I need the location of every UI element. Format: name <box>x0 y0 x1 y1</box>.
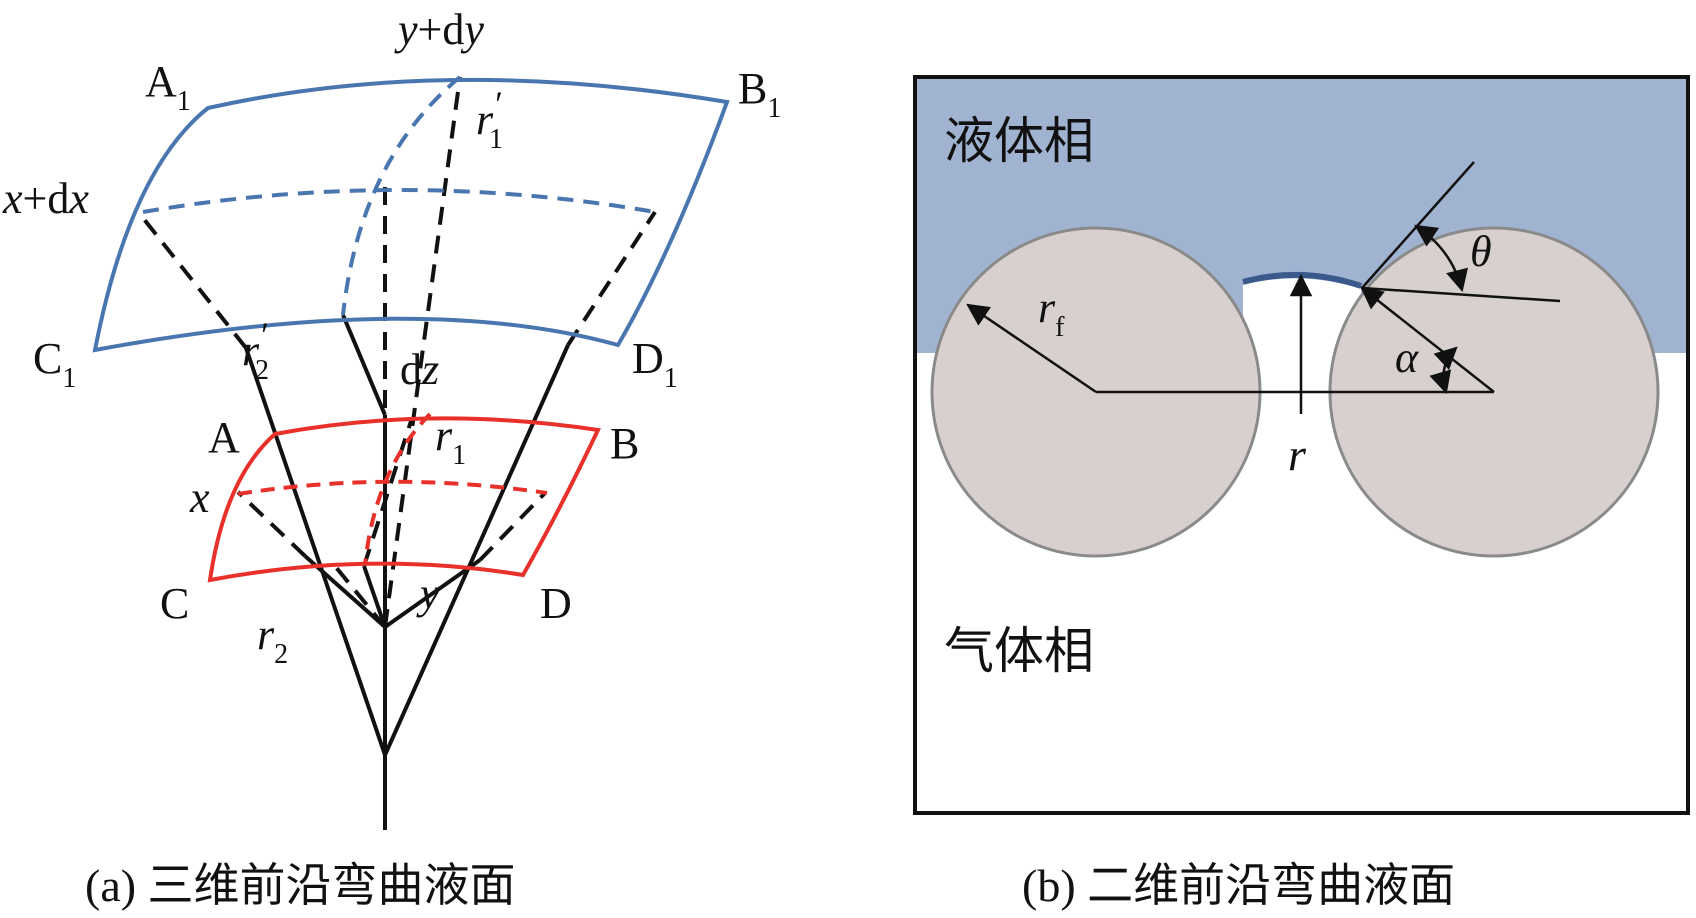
panel-b: 液体相 气体相 rf r α θ (b) 二维前沿弯曲液面 <box>913 75 1690 911</box>
panel-a: A1 B1 C1 D1 y+dy x+dx r′1 r′2 dz A B C D… <box>2 5 781 911</box>
lower-right-line <box>383 558 482 629</box>
alpha-radius-arrow <box>1360 286 1495 393</box>
left-lower-dashed <box>236 490 307 558</box>
r-line-right <box>383 344 570 756</box>
panel-a-labels: A1 B1 C1 D1 y+dy x+dx r′1 r′2 dz A B C D… <box>2 5 781 670</box>
lower-surface <box>207 412 601 583</box>
gas-phase-label: 气体相 <box>944 622 1094 680</box>
upper-surface-vertical-dashed <box>341 75 462 316</box>
caption-b: (b) 二维前沿弯曲液面 <box>1022 860 1455 911</box>
upper-surface-outline <box>92 77 730 353</box>
lower-surface-outline <box>207 416 601 583</box>
r1-prime-line <box>383 76 462 628</box>
upper-surface <box>92 75 730 353</box>
left-mid-dashed <box>328 558 387 629</box>
label-dz: dz <box>400 345 439 394</box>
label-theta: θ <box>1470 227 1492 276</box>
upper-left-line <box>341 314 387 416</box>
panel-b-lines <box>966 161 1561 414</box>
right-upper-dashed <box>566 210 657 347</box>
label-r1-prime: r′1 <box>476 84 503 155</box>
label-b1: B1 <box>738 64 781 124</box>
label-b: B <box>610 419 639 468</box>
lower-surface-vertical-dashed <box>363 412 432 566</box>
label-r2: r2 <box>257 610 288 670</box>
label-y-dy: y+dy <box>394 5 484 54</box>
label-d1: D1 <box>632 334 678 394</box>
right-lower-dashed <box>478 491 547 562</box>
rf-arrow <box>966 303 1097 394</box>
liquid-phase-label: 液体相 <box>944 112 1094 170</box>
label-r2-prime: r′2 <box>242 315 269 386</box>
label-d: D <box>540 579 572 628</box>
label-a1: A1 <box>145 57 191 117</box>
contact-horizontal <box>1361 286 1561 303</box>
alpha-arc <box>1429 346 1458 395</box>
panel-b-frame <box>913 75 1690 815</box>
lower-mid-line <box>362 565 387 628</box>
label-r1: r1 <box>435 411 466 471</box>
label-x-dx: x+dx <box>2 174 89 223</box>
center-lower-dashed <box>362 417 414 567</box>
label-c1: C1 <box>33 334 76 394</box>
label-x: x <box>189 473 210 522</box>
theta-arc <box>1414 224 1468 293</box>
label-a: A <box>208 413 240 462</box>
upper-surface-mid-dashed <box>142 188 656 214</box>
label-y: y <box>416 569 440 618</box>
label-rf: rf <box>1038 283 1065 343</box>
r2-line <box>244 347 387 756</box>
label-r: r <box>1288 429 1307 480</box>
label-alpha: α <box>1395 333 1419 382</box>
caption-a: (a) 三维前沿弯曲液面 <box>85 860 516 911</box>
dashed-radial-lines <box>141 76 657 629</box>
label-c: C <box>160 579 189 628</box>
